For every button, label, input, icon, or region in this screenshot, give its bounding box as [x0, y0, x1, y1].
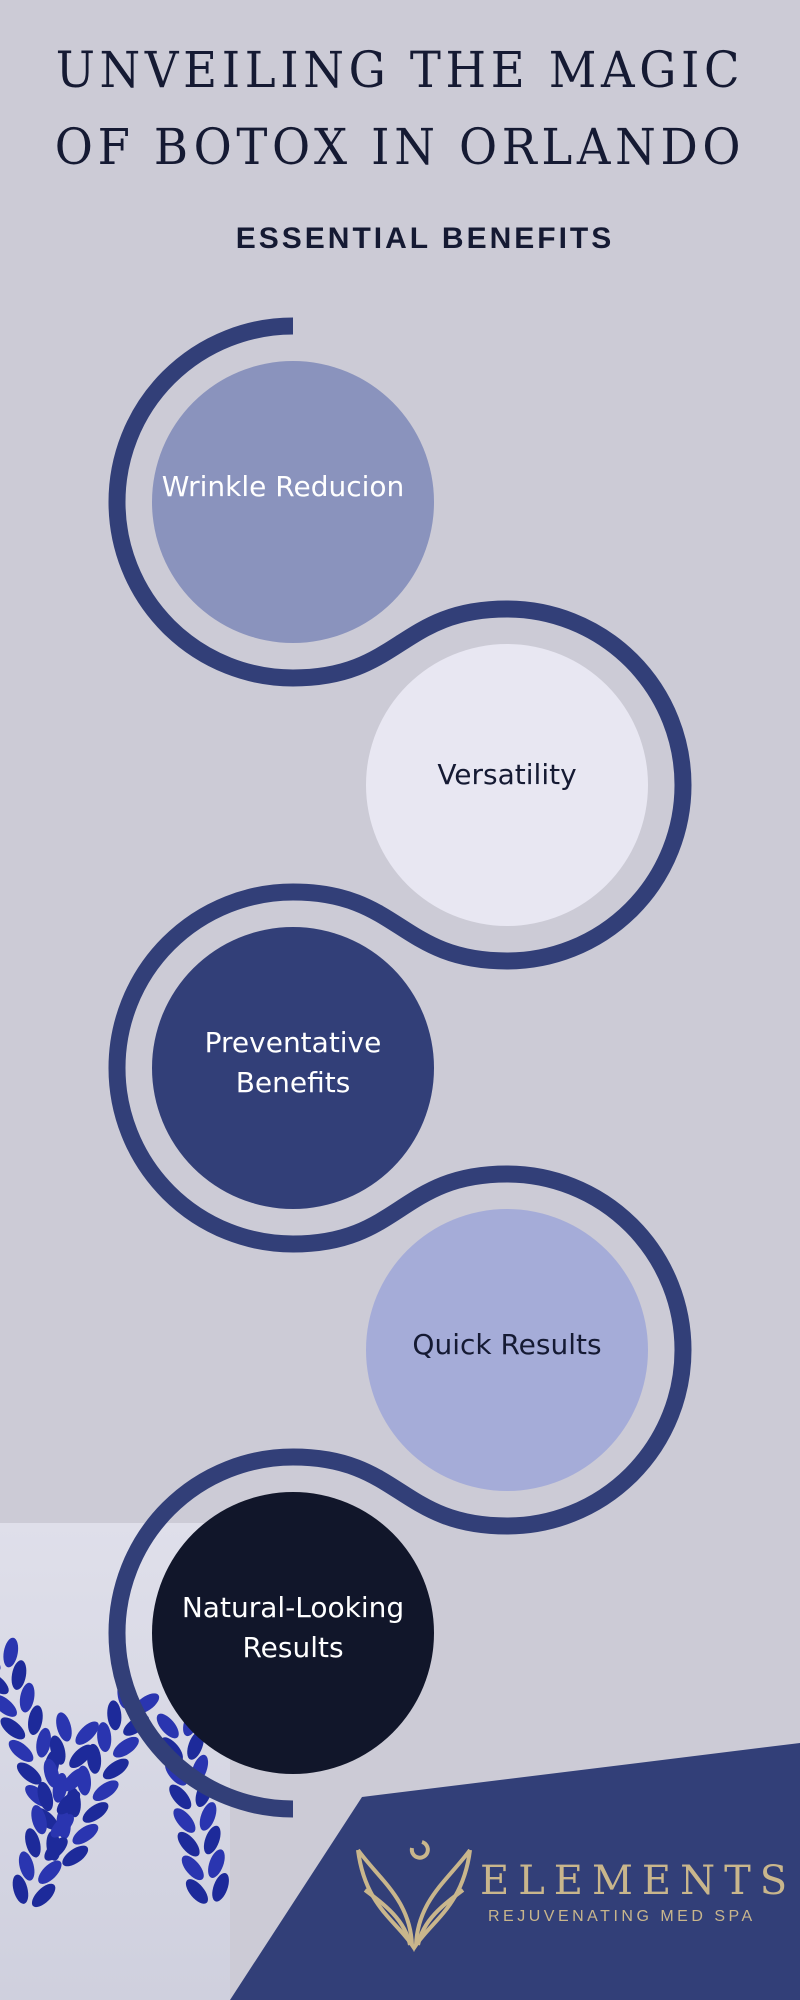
lavender-sprig	[12, 1712, 99, 1908]
lavender-bud	[25, 1828, 41, 1858]
benefit-label: Versatility	[437, 758, 577, 791]
brand-name: ELEMENTS	[480, 1858, 797, 1904]
lavender-bud	[49, 1735, 66, 1765]
lavender-bud	[16, 1762, 42, 1785]
lavender-bud	[28, 1705, 43, 1735]
brand-panel	[230, 1743, 800, 2000]
lavender-bud	[62, 1845, 89, 1867]
lavender-bud	[203, 1825, 221, 1855]
lavender-bud	[18, 1851, 35, 1881]
lavender-bud	[0, 1717, 26, 1740]
lavender-bud	[72, 1823, 99, 1845]
lavender-bud	[113, 1736, 139, 1758]
title-line-1: UNVEILING THE MAGIC	[55, 41, 745, 99]
lavender-bud	[107, 1700, 122, 1731]
lavender-bud	[199, 1802, 217, 1831]
lavender-bud	[37, 1781, 54, 1812]
brand-tagline: REJUVENATING MED SPA	[488, 1908, 756, 1925]
lavender-bud	[75, 1721, 99, 1745]
lavender-bud	[12, 1874, 29, 1904]
subtitle: ESSENTIAL BENEFITS	[235, 222, 615, 255]
benefit-label: Preventative Benefits	[204, 1026, 382, 1099]
lavender-bud	[31, 1883, 56, 1908]
lavender-bud	[38, 1860, 62, 1884]
lavender-bud	[173, 1808, 196, 1833]
lavender-bud	[44, 1837, 68, 1861]
lavender-bud	[0, 1672, 9, 1695]
lavender-bud	[185, 1879, 208, 1904]
lavender-bud	[19, 1682, 35, 1713]
lavender-bud	[3, 1637, 19, 1668]
title-line-2: OF BOTOX IN ORLANDO	[54, 118, 746, 176]
lavender-bud	[36, 1727, 51, 1758]
lavender-bud	[177, 1831, 200, 1857]
lavender-bud	[82, 1802, 109, 1823]
lavender-bud	[156, 1713, 179, 1739]
serpentine-ring	[108, 317, 692, 1818]
benefit-circle-2: Versatility	[366, 644, 648, 926]
benefit-circle-5: Natural-Looking Results	[152, 1492, 434, 1774]
lavender-bud	[92, 1780, 119, 1802]
lavender-bud	[50, 1814, 74, 1838]
lavender-bud	[62, 1767, 87, 1792]
logo-wings-icon	[356, 1840, 472, 1952]
lavender-bud	[212, 1872, 229, 1902]
lavender-bud	[102, 1758, 129, 1780]
lavender-bud	[69, 1744, 93, 1769]
lavender-bud	[56, 1712, 72, 1742]
lavender-bud	[97, 1722, 112, 1753]
benefit-label: Wrinkle Reducion	[161, 470, 405, 503]
lavender-bud	[208, 1849, 225, 1878]
benefit-circle-4: Quick Results	[366, 1209, 648, 1491]
lavender-bud	[8, 1739, 34, 1762]
lavender-bud	[0, 1694, 17, 1717]
lavender-bud	[43, 1758, 60, 1788]
lavender-bud	[56, 1790, 81, 1815]
benefit-label: Natural-Looking Results	[181, 1591, 405, 1664]
benefit-circle-1: Wrinkle Reducion	[152, 361, 434, 643]
lavender-bud	[11, 1660, 27, 1690]
lavender-bud	[169, 1784, 192, 1810]
lavender-bud	[31, 1805, 47, 1835]
benefit-label: Quick Results	[412, 1328, 602, 1361]
benefit-circle-3: Preventative Benefits	[152, 927, 434, 1209]
lavender-bud	[181, 1855, 204, 1881]
